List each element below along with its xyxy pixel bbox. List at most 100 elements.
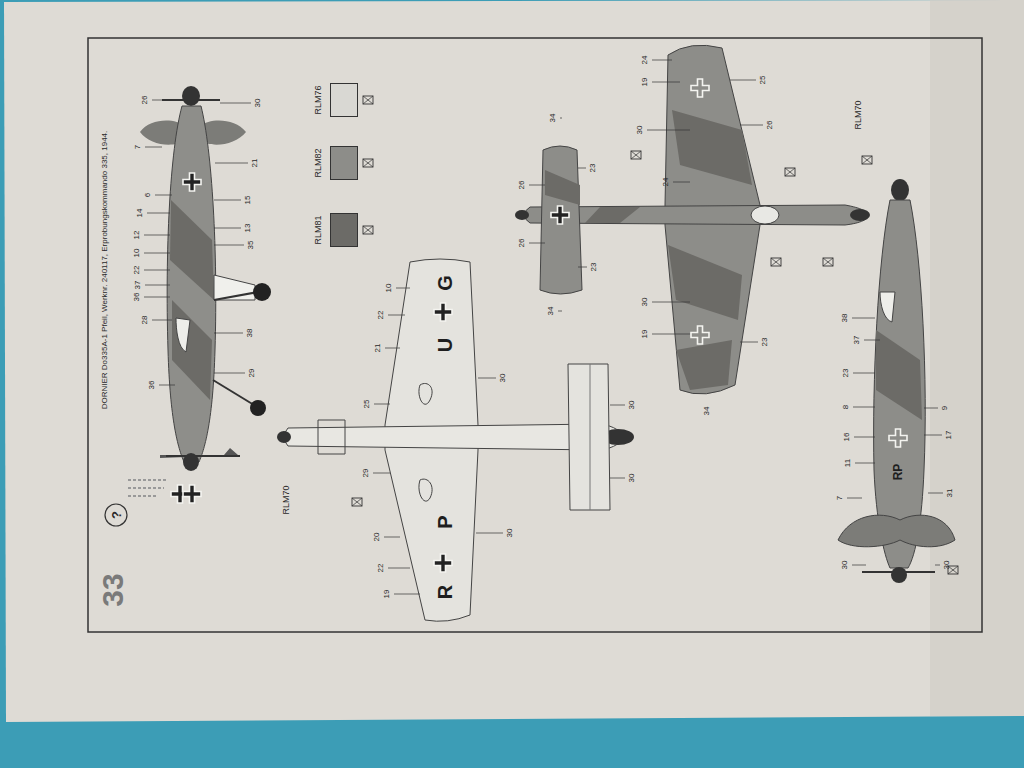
callout-number: 30 <box>254 99 262 108</box>
callout-number: 9 <box>941 406 949 410</box>
leader-line <box>864 340 880 341</box>
colour-swatch <box>330 213 358 247</box>
callout-number: 37 <box>853 336 861 345</box>
callout-number: 17 <box>945 431 953 440</box>
colour-swatch <box>330 146 358 180</box>
callout-number: 22 <box>377 564 385 573</box>
callout-number: 29 <box>362 469 370 478</box>
leader-line <box>935 565 940 566</box>
callout-number: 34 <box>703 407 711 416</box>
leader-line <box>853 373 875 374</box>
callout-number: 19 <box>641 330 649 339</box>
callout-number: 30 <box>628 401 636 410</box>
callout-number: 34 <box>547 307 555 316</box>
leader-line <box>529 243 545 244</box>
leader-line <box>214 333 243 334</box>
query-symbol: ? <box>110 511 123 519</box>
callout-number: 25 <box>363 400 371 409</box>
side-view-left <box>140 86 271 471</box>
code-letter: R <box>435 585 455 599</box>
callout-number: 23 <box>589 164 597 173</box>
leader-line <box>673 182 690 183</box>
leader-line <box>155 195 172 196</box>
leader-line <box>144 270 170 271</box>
callout-number: 13 <box>244 224 252 233</box>
leader-line <box>476 533 503 534</box>
leader-line <box>145 147 162 148</box>
callout-number: 36 <box>148 381 156 390</box>
callout-number: 31 <box>946 489 954 498</box>
colour-code: RLM81 <box>314 215 323 244</box>
callout-number: 38 <box>841 314 849 323</box>
leader-line <box>652 302 690 303</box>
callout-number: 26 <box>518 181 526 190</box>
leader-line <box>529 185 545 186</box>
leader-line <box>652 82 680 83</box>
colour-swatch <box>330 83 358 117</box>
leader-line <box>145 285 170 286</box>
callout-number: 8 <box>842 405 850 409</box>
callout-number: 11 <box>844 459 852 467</box>
callout-number: 37 <box>134 281 142 290</box>
callout-number: 24 <box>662 178 670 187</box>
callout-number: 30 <box>506 529 514 538</box>
leader-line <box>215 163 248 164</box>
code-letter: U <box>435 338 455 352</box>
callout-number: 12 <box>133 231 141 240</box>
leader-line <box>924 435 942 436</box>
callout-number: 21 <box>374 344 382 353</box>
callout-number: 25 <box>759 76 767 85</box>
decal-key <box>105 480 201 526</box>
colour-code: RLM70 <box>282 485 291 514</box>
leader-line <box>610 478 625 479</box>
leader-line <box>478 378 496 379</box>
leader-line <box>214 228 241 229</box>
callout-number: 26 <box>141 96 149 105</box>
callout-number: 30 <box>641 298 649 307</box>
leader-line <box>144 297 170 298</box>
callout-number: 30 <box>943 561 951 570</box>
callout-number: 22 <box>377 311 385 320</box>
leader-line <box>578 267 587 268</box>
leader-line <box>374 404 390 405</box>
leader-line <box>388 315 405 316</box>
callout-number: 30 <box>841 561 849 570</box>
callout-number: 23 <box>761 338 769 347</box>
leader-line <box>144 253 170 254</box>
leader-line <box>740 125 763 126</box>
callout-number: 20 <box>373 533 381 542</box>
leader-line <box>652 334 690 335</box>
leader-line <box>152 320 172 321</box>
side-view-right <box>838 156 958 583</box>
leader-line <box>854 437 875 438</box>
code-letter: P <box>435 515 455 528</box>
code-letter: RP <box>892 464 904 481</box>
callout-number: 38 <box>246 329 254 338</box>
leader-line <box>853 407 875 408</box>
leader-line <box>373 473 390 474</box>
colour-code: RLM76 <box>314 85 323 114</box>
leader-line <box>924 408 938 409</box>
leader-line <box>578 168 586 169</box>
paper <box>4 0 1024 722</box>
callout-number: 10 <box>133 249 141 258</box>
sheet-title: DORNIER Do335A-1 Pfeil, Werknr. 240117, … <box>101 131 109 410</box>
callout-number: 6 <box>144 193 152 197</box>
leader-line <box>855 463 875 464</box>
code-letter: G <box>435 275 455 291</box>
leader-line <box>852 565 866 566</box>
upper-side-view <box>515 45 870 394</box>
leader-line <box>852 318 875 319</box>
leader-line <box>385 348 400 349</box>
leader-line <box>396 288 410 289</box>
frame <box>88 38 982 632</box>
callout-number: 19 <box>641 78 649 87</box>
callout-number: 15 <box>244 196 252 205</box>
leader-line <box>144 235 170 236</box>
leader-line <box>652 60 672 61</box>
underside-view <box>277 259 634 621</box>
callout-number: 7 <box>836 496 844 500</box>
callout-number: 16 <box>843 433 851 442</box>
callout-number: 29 <box>248 369 256 378</box>
leader-line <box>147 213 170 214</box>
